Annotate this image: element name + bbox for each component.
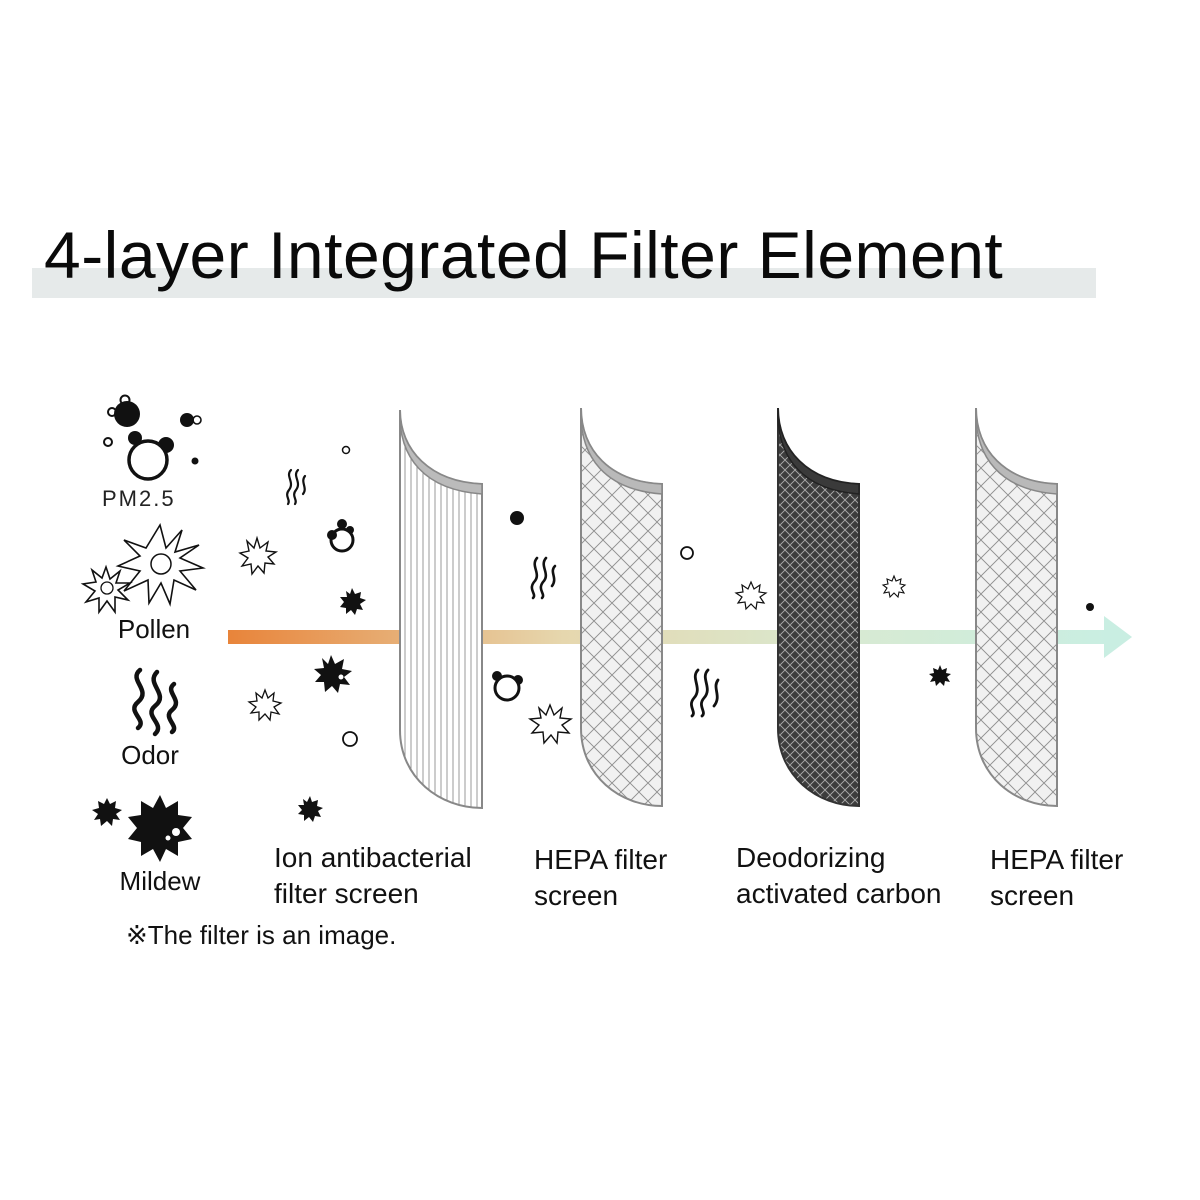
layer-label-hepa-1: HEPA filter screen [534, 842, 667, 914]
mildew-spore-icon [92, 795, 192, 862]
layer-label-line: HEPA filter [534, 844, 668, 875]
title-underline-band [32, 268, 1096, 298]
pollen-icon [80, 522, 206, 615]
image-disclaimer-note: ※The filter is an image. [126, 920, 397, 950]
layer-label-activated-carbon: Deodorizing activated carbon [736, 840, 941, 912]
layer-label-line: screen [990, 880, 1075, 911]
category-label-pm25: PM2.5 [102, 486, 176, 511]
filter-layer-hepa-2 [975, 407, 1058, 808]
layer-label-line: filter screen [274, 878, 419, 909]
category-label-pollen: Pollen [117, 614, 191, 644]
category-label-odor: Odor [121, 740, 179, 770]
odor-waves-icon [132, 667, 179, 737]
category-label-mildew: Mildew [119, 866, 201, 896]
layer-label-line: activated carbon [736, 878, 942, 909]
filter-layer-hepa-1 [580, 407, 663, 808]
layer-label-ion-antibacterial: Ion antibacterial filter screen [274, 840, 472, 912]
floating-particles [238, 445, 1094, 822]
layer-label-hepa-2: HEPA filter screen [990, 842, 1123, 914]
filter-layer-ion-antibacterial [399, 409, 483, 810]
page-title: 4-layer Integrated Filter Element [44, 218, 1004, 292]
layer-label-line: Deodorizing [736, 842, 886, 873]
filter-layer-activated-carbon [777, 407, 860, 808]
layer-label-line: screen [534, 880, 619, 911]
layer-label-line: Ion antibacterial [274, 842, 472, 873]
layer-label-line: HEPA filter [990, 844, 1124, 875]
pm25-particles-icon [103, 394, 202, 481]
